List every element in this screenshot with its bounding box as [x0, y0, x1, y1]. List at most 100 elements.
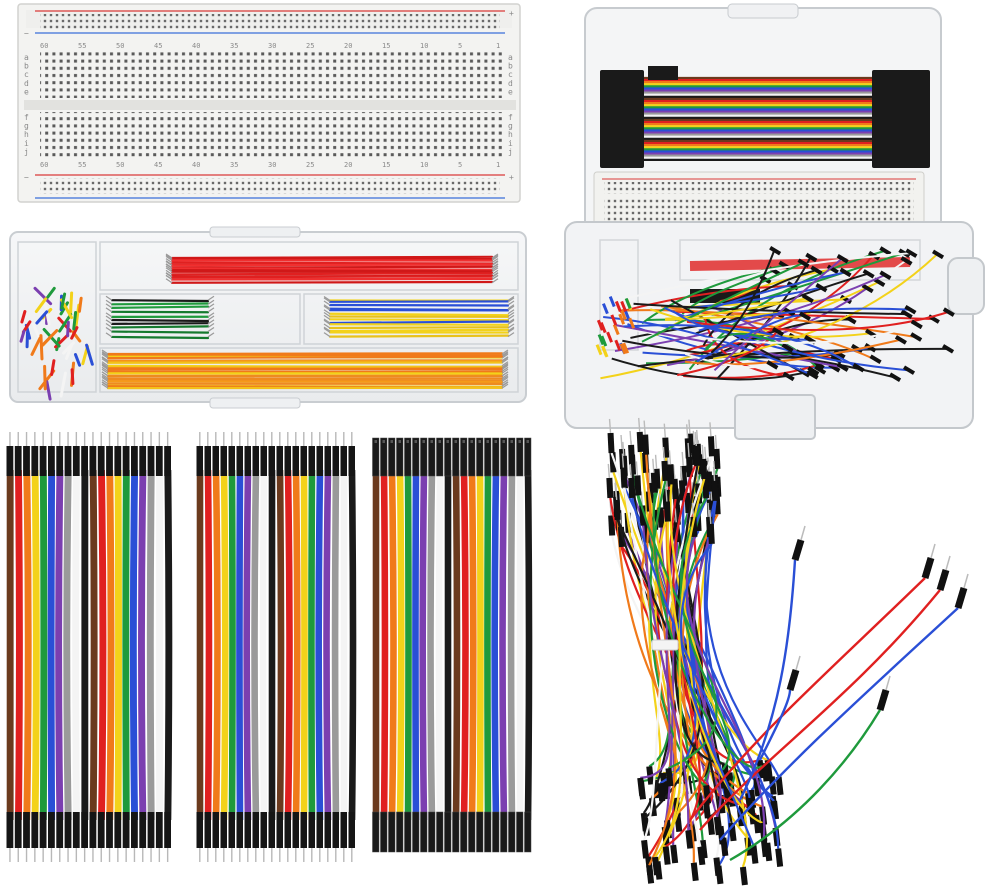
male-connector	[228, 446, 235, 476]
jumper-pin	[714, 434, 718, 449]
ribbon-strand	[404, 469, 412, 821]
wire-pin	[501, 351, 509, 357]
jumper-housing	[764, 842, 773, 862]
male-connector	[332, 446, 339, 476]
male-connector	[268, 446, 275, 476]
female-socket	[430, 440, 433, 443]
male-connector	[114, 812, 122, 848]
row-letter: a	[508, 53, 513, 62]
wire-pin	[207, 295, 215, 301]
jumper-tip	[904, 304, 917, 315]
wire	[170, 277, 494, 281]
female-socket	[390, 440, 393, 443]
wire-pin	[101, 361, 109, 367]
wire-pin	[491, 255, 499, 261]
jumper-pin	[963, 573, 969, 589]
jumper-wire	[644, 472, 693, 862]
jumper-pin	[930, 543, 936, 559]
jumper-pin	[662, 446, 666, 461]
row-letter: j	[508, 147, 513, 156]
row-letter: i	[24, 139, 29, 148]
jumper-pin	[885, 675, 891, 691]
jumper-pin	[701, 444, 704, 460]
jumper-tip	[807, 366, 820, 376]
wire-pin	[491, 269, 499, 275]
short-jumper	[62, 341, 76, 355]
jumper-wire	[698, 307, 910, 332]
male-connector	[196, 812, 203, 848]
wire-pin	[507, 327, 515, 333]
female-connector	[484, 437, 492, 477]
jumper-tip	[879, 246, 892, 256]
column-number: 20	[344, 161, 352, 169]
short-jumper	[614, 300, 622, 313]
row-letter: g	[508, 122, 513, 131]
wire-pin	[105, 299, 113, 305]
wire	[170, 272, 494, 276]
rail-minus-bottom: −	[24, 173, 29, 182]
male-connector	[276, 446, 283, 476]
row-letter: f	[24, 113, 29, 122]
jumper-wire	[603, 316, 813, 376]
ribbon-strand	[146, 469, 155, 821]
ribbon-cable-in-box	[600, 66, 930, 168]
female-socket	[374, 440, 377, 443]
jumper-tip	[769, 245, 782, 256]
jumper-tip	[889, 372, 902, 382]
jumper-housing	[671, 478, 679, 500]
ribbon-strand	[138, 469, 147, 821]
wire-pin	[101, 356, 109, 362]
jumper-tip	[771, 326, 785, 337]
short-jumper	[619, 343, 627, 355]
jumper-housing	[786, 668, 800, 692]
column-number: 30	[268, 161, 276, 169]
jumper-wire	[614, 323, 842, 369]
ribbon-strand	[276, 469, 285, 821]
male-connector	[139, 812, 147, 848]
male-connector	[81, 446, 88, 476]
jumper-tip	[942, 307, 955, 317]
wire-pin	[207, 332, 215, 338]
jumper-pin	[712, 466, 716, 481]
male-connector	[300, 446, 307, 476]
short-jumper	[610, 314, 618, 326]
loose-jumpers-in-box	[595, 245, 955, 382]
column-number: 5	[458, 42, 462, 50]
short-jumper	[600, 335, 608, 347]
wire	[106, 377, 504, 380]
short-jumper	[43, 301, 51, 326]
male-connector	[97, 446, 105, 476]
ribbon-strand	[380, 469, 389, 821]
ribbon-strand	[524, 469, 533, 821]
jumper-housing	[713, 816, 722, 836]
female-connector	[452, 811, 460, 853]
wire	[170, 280, 494, 284]
wire-pin	[101, 352, 109, 358]
jumper-pin	[800, 525, 806, 541]
female-socket	[510, 440, 513, 443]
wire-pin	[165, 260, 173, 266]
jumper-wire	[659, 503, 701, 785]
terminal-holes-top	[40, 52, 502, 98]
column-number: 50	[116, 42, 124, 50]
male-connector	[48, 812, 55, 848]
female-connector	[508, 811, 516, 853]
short-jumper	[597, 334, 605, 346]
long-jumper-wire	[729, 709, 882, 862]
jumper-tip	[815, 282, 828, 293]
short-jumper	[628, 317, 636, 329]
jumper-pin	[692, 430, 696, 445]
jumper-tip	[805, 252, 818, 263]
jumper-tip	[862, 269, 875, 279]
short-jumpers-mixed	[19, 286, 94, 401]
row-letter: a	[24, 53, 29, 62]
jumper-housing	[662, 846, 671, 865]
jumper-tip	[836, 362, 849, 372]
wire	[328, 334, 510, 338]
column-number: 10	[420, 42, 428, 50]
male-connector	[89, 446, 97, 476]
male-connector	[292, 812, 299, 848]
wire-pin	[101, 349, 109, 355]
female-connector	[388, 437, 396, 477]
